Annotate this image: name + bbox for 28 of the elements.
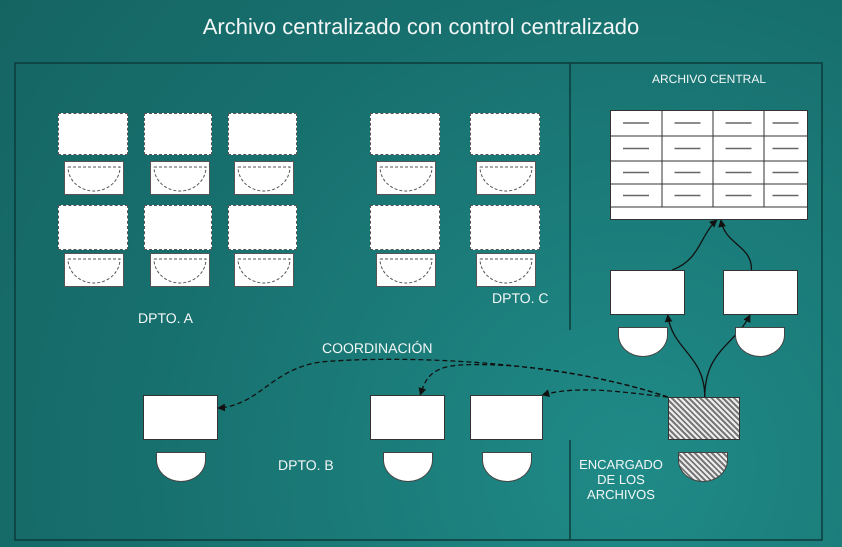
- heading: ARCHIVO CENTRAL: [650, 72, 768, 88]
- department-label: DPTO. B: [278, 457, 334, 473]
- desk: [58, 205, 128, 250]
- department-label: DPTO. C: [492, 290, 549, 306]
- department-label: COORDINACIÓN: [322, 340, 432, 356]
- arrow: [542, 389, 668, 398]
- desk: [58, 113, 128, 155]
- desk: [370, 113, 440, 155]
- arrow: [704, 314, 751, 398]
- desk: [470, 395, 543, 440]
- desk: [370, 395, 445, 440]
- department-label: DPTO. A: [138, 310, 193, 326]
- desk: [228, 113, 297, 155]
- desk: [723, 270, 798, 315]
- arrow: [718, 219, 752, 270]
- desk: [144, 113, 212, 155]
- desk: [610, 270, 685, 315]
- desk: [143, 395, 218, 440]
- desk: [370, 205, 440, 250]
- arrow: [672, 219, 718, 271]
- desk: [470, 113, 540, 155]
- desk: [470, 205, 540, 250]
- desk: [144, 205, 212, 250]
- arrow: [217, 358, 668, 411]
- desk: [228, 205, 297, 250]
- node-label: ENCARGADO DE LOS ARCHIVOS: [578, 457, 664, 502]
- archive-cabinet: [610, 72, 808, 220]
- title: Archivo centralizado con control centralizado: [202, 14, 640, 40]
